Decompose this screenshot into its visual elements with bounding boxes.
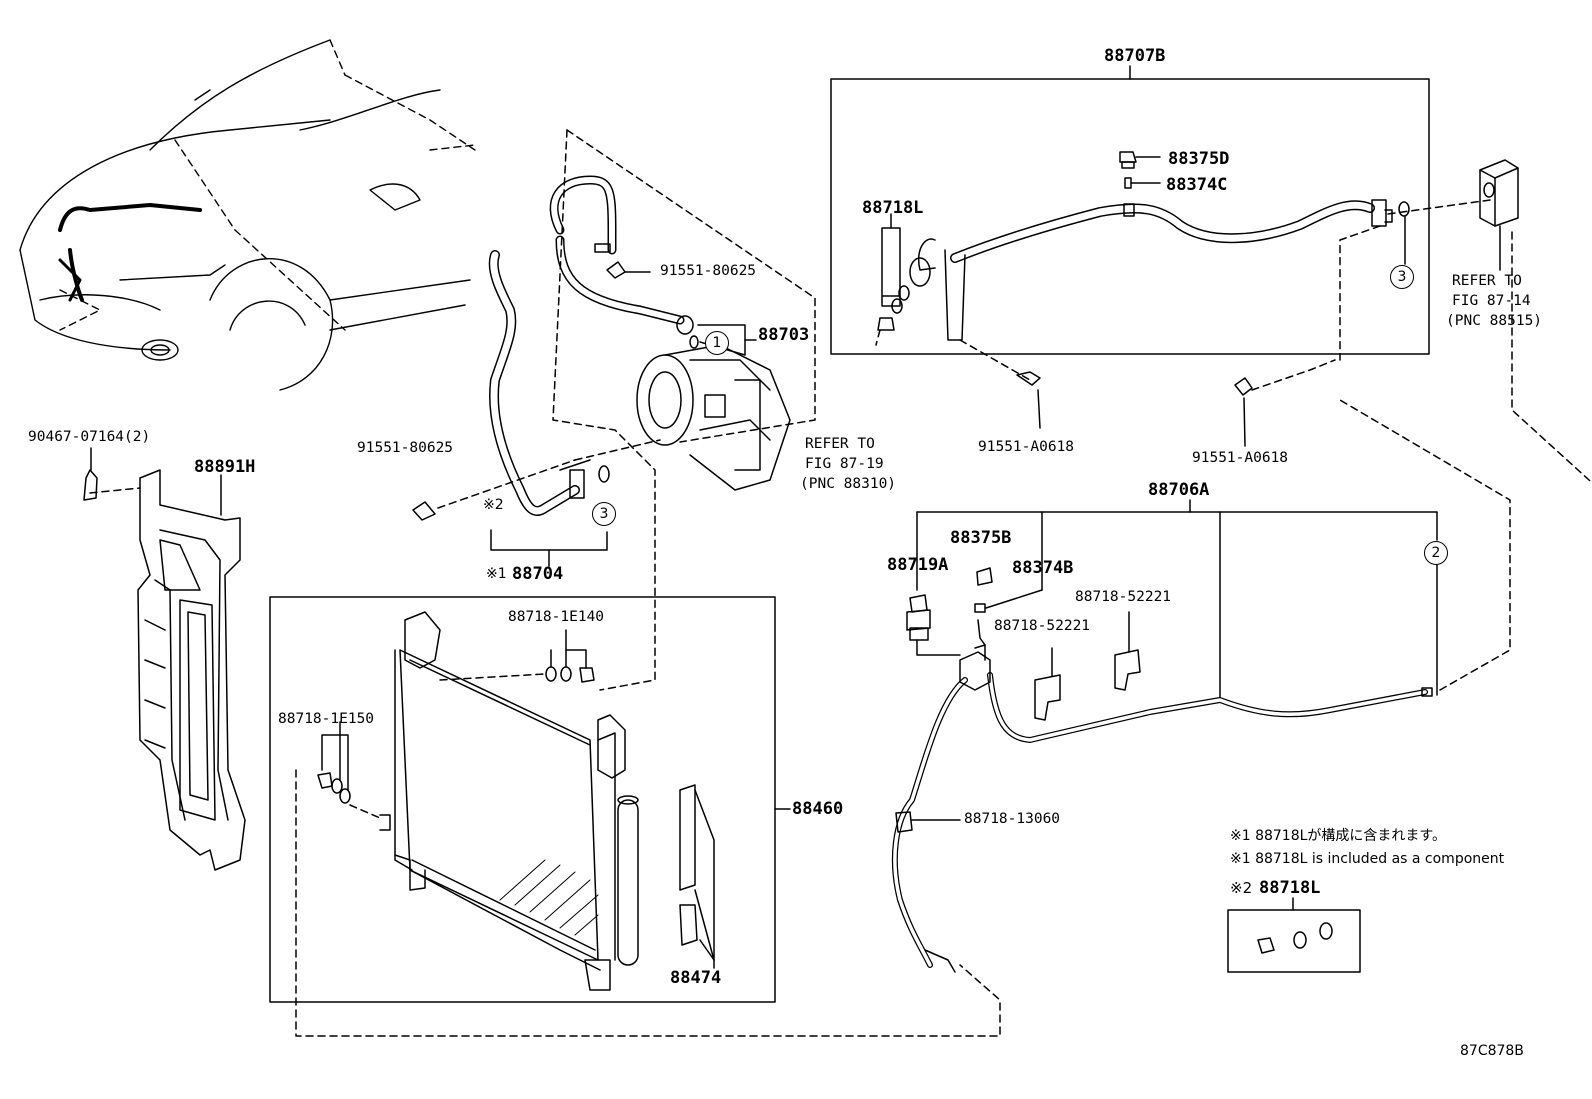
refer-87-14-line3: (PNC 88515) <box>1446 313 1543 329</box>
refer-87-19-line3: (PNC 88310) <box>800 476 897 492</box>
compressor <box>636 344 791 491</box>
callout-1: 1 <box>705 331 729 355</box>
box-mark: ※2 <box>1230 879 1253 897</box>
mark-x2: ※2 <box>483 497 504 513</box>
label-90467-07164: 90467-07164(2) <box>28 429 151 445</box>
refer-87-19-line1: REFER TO <box>805 436 875 452</box>
refer-87-14-line2: FIG 87-14 <box>1452 293 1531 309</box>
label-88718L: 88718L <box>862 198 924 218</box>
label-88375D: 88375D <box>1168 149 1230 169</box>
vehicle-illustration <box>19 39 476 391</box>
box-88718L <box>1227 897 1361 973</box>
label-88718-13060: 88718-13060 <box>964 811 1061 827</box>
label-88703: 88703 <box>758 325 810 345</box>
group-88706A <box>891 399 1511 973</box>
label-88718-1E140: 88718-1E140 <box>508 609 605 625</box>
label-88706A: 88706A <box>1148 480 1210 500</box>
label-88374B: 88374B <box>1012 558 1074 578</box>
label-88374C: 88374C <box>1166 175 1228 195</box>
expansion-valve <box>1479 159 1592 484</box>
label-88460: 88460 <box>792 799 844 819</box>
callout-2: 2 <box>1424 541 1448 565</box>
box-part-label: 88718L <box>1259 878 1321 898</box>
label-88891H: 88891H <box>194 457 256 477</box>
label-88718-1E150: 88718-1E150 <box>278 711 375 727</box>
label-91551-A0618-a: 91551-A0618 <box>978 439 1075 455</box>
diagram-code: 87C878B <box>1460 1043 1524 1059</box>
refer-87-19-line2: FIG 87-19 <box>805 456 884 472</box>
label-91551-80625-top: 91551-80625 <box>660 263 757 279</box>
label-88375B: 88375B <box>950 528 1012 548</box>
label-88474: 88474 <box>670 968 722 988</box>
hose-88703 <box>549 129 816 691</box>
label-88718-52221-a: 88718-52221 <box>1075 589 1172 605</box>
note-english: ※1 88718L is included as a component <box>1230 851 1505 867</box>
mark-x1: ※1 <box>486 566 507 582</box>
refer-87-14-line1: REFER TO <box>1452 273 1522 289</box>
panel-88891H <box>83 447 246 871</box>
note-japanese: ※1 88718Lが構成に含まれます。 <box>1230 828 1447 844</box>
label-91551-A0618-b: 91551-A0618 <box>1192 450 1289 466</box>
label-91551-80625-left: 91551-80625 <box>357 440 454 456</box>
hose-88704 <box>412 250 661 567</box>
label-88704: 88704 <box>512 564 564 584</box>
label-88719A: 88719A <box>887 555 949 575</box>
label-88707B: 88707B <box>1104 46 1166 66</box>
label-88718-52221-b: 88718-52221 <box>994 618 1091 634</box>
callout-3-top: 3 <box>1390 265 1414 289</box>
callout-3-left: 3 <box>592 502 616 526</box>
group-88460 <box>269 596 1001 1037</box>
group-88707B <box>830 65 1491 447</box>
